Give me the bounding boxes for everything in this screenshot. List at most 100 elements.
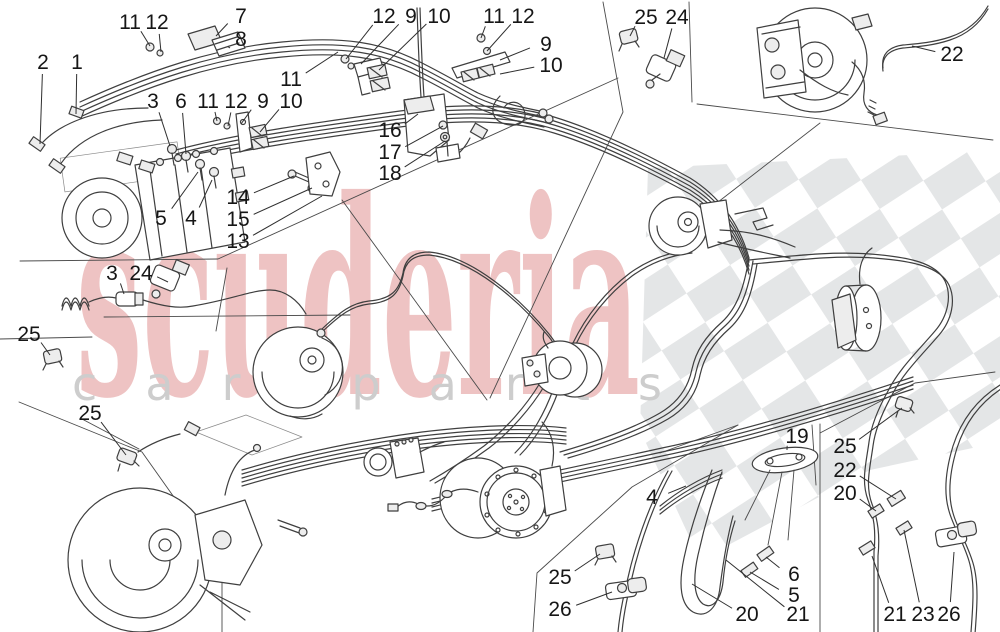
sensor-group-3-24 [61, 259, 307, 315]
callout-part-number: 3 [106, 262, 118, 285]
callout-leader-line [404, 113, 419, 125]
callout-leader-line [259, 109, 280, 133]
pipe-clamp-7-8 [145, 25, 246, 57]
rear-left-brake-drawing [648, 196, 796, 259]
center-disc-with-hose-drawing [252, 326, 344, 420]
callout-part-number: 13 [226, 230, 249, 253]
callout-part-number: 3 [147, 90, 159, 113]
callout-part-number: 25 [833, 435, 856, 458]
fittings-5-6 [740, 545, 775, 578]
callout-leader-line [253, 187, 313, 215]
callout-part-number: 21 [786, 603, 809, 626]
callout-part-number: 10 [279, 90, 302, 113]
callout-part-number: 1 [71, 51, 83, 74]
callout-part-number: 10 [539, 54, 562, 77]
callout-part-number: 6 [175, 90, 187, 113]
callout-part-number: 12 [224, 90, 247, 113]
callout-part-number: 17 [378, 141, 401, 164]
callout-part-number: 12 [145, 11, 168, 34]
callout-part-number: 12 [511, 5, 534, 28]
clip-25-lower-left [116, 433, 181, 472]
fittings-3-6-5-4 [166, 111, 270, 189]
callout-part-number: 6 [788, 563, 800, 586]
callout-part-number: 14 [226, 186, 250, 209]
bracket-16-17-18 [403, 93, 461, 163]
callout-leader-line [574, 553, 601, 572]
callout-part-number: 12 [372, 5, 395, 28]
callout-part-number: 2 [37, 51, 49, 74]
abs-unit-2-drawing [363, 437, 445, 479]
callout-part-number: 25 [634, 6, 657, 29]
hoses-fittings-1-2 [28, 105, 163, 174]
callout-part-number: 24 [129, 262, 153, 285]
callout-leader-line [480, 26, 486, 39]
callout-leader-line [215, 23, 229, 37]
callout-part-number: 9 [405, 5, 417, 28]
callout-part-number: 4 [185, 207, 197, 230]
callout-part-number: 8 [235, 28, 247, 51]
callout-part-number: 9 [540, 33, 552, 56]
callout-part-number: 25 [78, 402, 101, 425]
callout-part-number: 25 [548, 566, 571, 589]
callout-leader-line [859, 498, 877, 512]
clamp-group-mid [340, 54, 391, 96]
callout-part-number: 11 [280, 68, 302, 91]
clip-25-left [42, 348, 64, 371]
callout-leader-line [691, 583, 733, 609]
callout-leader-line [499, 47, 531, 61]
clamp-group-right [451, 33, 554, 155]
callout-part-number: 24 [665, 6, 689, 29]
callout-leader-line [214, 111, 218, 122]
callout-part-number: 26 [548, 598, 571, 621]
callout-part-number: 5 [788, 584, 800, 607]
callout-part-number: 4 [646, 486, 658, 509]
callout-part-number: 11 [483, 5, 505, 28]
callout-leader-line [667, 485, 687, 494]
callout-part-number: 16 [378, 119, 401, 142]
callout-part-number: 18 [378, 162, 401, 185]
callout-part-number: 11 [197, 90, 219, 113]
callout-leader-line [253, 175, 295, 194]
callout-leader-line [198, 179, 213, 208]
callout-leader-line [39, 73, 43, 145]
callout-leader-line [158, 33, 162, 53]
callout-part-number: 25 [17, 323, 40, 346]
callout-part-number: 23 [911, 603, 934, 626]
callout-leader-line [182, 112, 187, 155]
callout-leader-line [360, 23, 400, 65]
callout-part-number: 7 [235, 5, 247, 28]
callout-leader-line [499, 66, 535, 75]
callout-leader-line [749, 571, 780, 590]
callout-leader-line [765, 556, 780, 569]
abs-hydraulic-unit-drawing [61, 146, 250, 261]
callout-part-number: 20 [735, 603, 758, 626]
callout-part-number: 10 [427, 5, 450, 28]
callout-leader-line [305, 51, 339, 74]
callout-part-number: 20 [833, 482, 856, 505]
callout-part-number: 5 [155, 207, 167, 230]
callout-leader-line [227, 46, 231, 49]
callout-leader-line [405, 125, 444, 148]
rear-right-brake-drawing [831, 247, 882, 352]
callout-leader-line [871, 555, 890, 604]
callout-leader-line [911, 45, 936, 53]
callout-leader-line [40, 342, 51, 356]
callout-leader-line [859, 475, 897, 500]
callout-leader-line [158, 112, 171, 147]
callout-part-number: 22 [833, 459, 856, 482]
callout-leader-line [171, 171, 199, 209]
callout-part-number: 22 [940, 43, 963, 66]
clip-25-sensor-24-panel [618, 28, 686, 89]
callout-leader-line [663, 28, 673, 59]
callout-leader-line [486, 24, 512, 52]
bracket-plate-19 [744, 446, 819, 546]
callout-leader-line [378, 23, 427, 71]
callout-leader-line [100, 421, 127, 456]
callout-leader-line [119, 283, 125, 295]
callout-leader-line [240, 109, 252, 125]
callout-leader-line [629, 25, 636, 37]
callout-part-number: 21 [883, 603, 906, 626]
